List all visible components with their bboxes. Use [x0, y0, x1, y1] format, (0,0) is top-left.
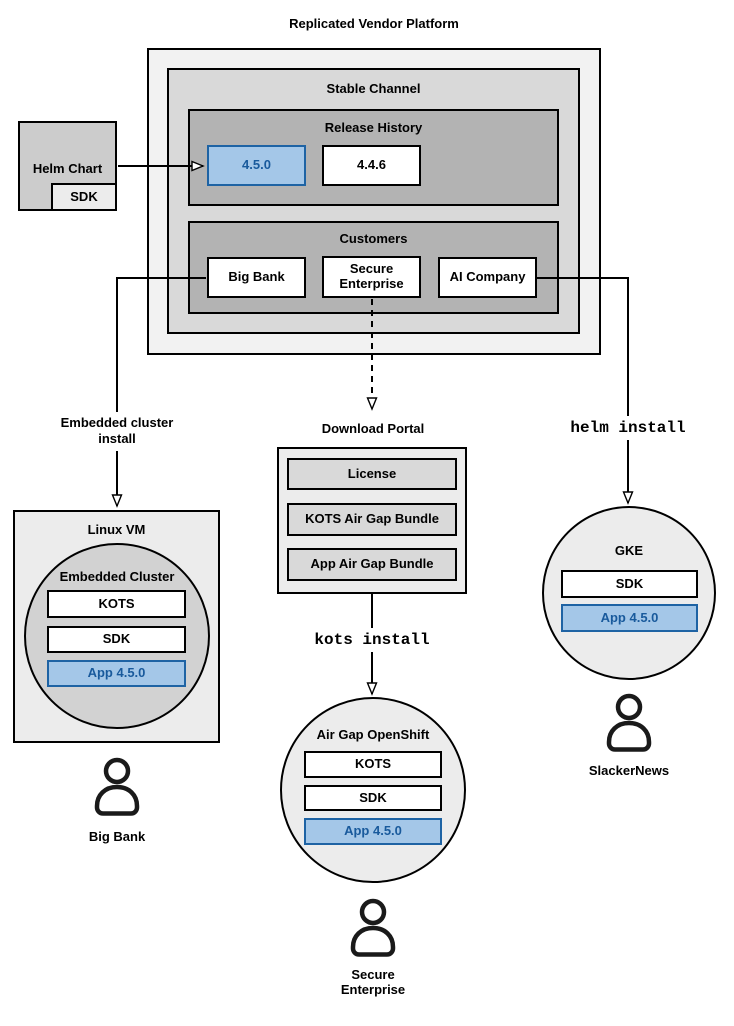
- big-bank-user-label: Big Bank: [88, 829, 146, 844]
- portal-license-box: License: [287, 458, 457, 490]
- openshift-kots-label: KOTS: [354, 756, 392, 772]
- release-4-5-0: 4.5.0: [207, 145, 306, 186]
- release-4-4-6-label: 4.4.6: [357, 157, 386, 173]
- customer-ai-company-label: AI Company: [449, 269, 526, 285]
- kots-install-command: kots install: [302, 628, 442, 652]
- embedded-cluster-label: Embedded Cluster: [59, 569, 175, 584]
- release-4-5-0-label: 4.5.0: [242, 157, 271, 173]
- embedded-kots-label: KOTS: [98, 595, 135, 611]
- embedded-cluster-install-label: Embedded cluster install: [53, 412, 181, 451]
- portal-kots-bundle-box: KOTS Air Gap Bundle: [287, 503, 457, 536]
- secure-enterprise-user-icon: [343, 898, 403, 958]
- openshift-app-box: App 4.5.0: [304, 818, 442, 845]
- embedded-sdk-label: SDK: [102, 631, 131, 647]
- openshift-kots-box: KOTS: [304, 751, 442, 778]
- gke-app-label: App 4.5.0: [600, 609, 659, 625]
- big-bank-user-icon: [87, 757, 147, 817]
- embedded-kots-box: KOTS: [47, 590, 186, 618]
- openshift-sdk-label: SDK: [359, 789, 387, 805]
- portal-kots-bundle-label: KOTS Air Gap Bundle: [305, 511, 439, 527]
- portal-app-bundle-label: App Air Gap Bundle: [310, 556, 434, 572]
- slackernews-user-icon: [599, 693, 659, 753]
- customer-big-bank-label: Big Bank: [228, 269, 285, 285]
- helm-install-command: helm install: [558, 416, 698, 440]
- helm-chart-label: Helm Chart: [32, 161, 103, 176]
- customers-label: Customers: [339, 231, 408, 246]
- helm-sdk-box: SDK: [51, 183, 117, 211]
- release-history-label: Release History: [324, 120, 423, 135]
- portal-app-bundle-box: App Air Gap Bundle: [287, 548, 457, 581]
- customer-secure-enterprise-label: Secure Enterprise: [339, 261, 404, 291]
- linux-vm-label: Linux VM: [87, 522, 146, 537]
- gke-sdk-box: SDK: [561, 570, 698, 598]
- openshift-app-label: App 4.5.0: [344, 823, 402, 839]
- diagram-title: Replicated Vendor Platform: [289, 16, 459, 31]
- secure-enterprise-user-label: Secure Enterprise: [340, 967, 406, 998]
- gke-label: GKE: [614, 543, 644, 558]
- air-gap-openshift-label: Air Gap OpenShift: [316, 727, 430, 742]
- customer-ai-company: AI Company: [438, 257, 537, 298]
- download-portal-label: Download Portal: [321, 421, 425, 436]
- openshift-sdk-box: SDK: [304, 785, 442, 811]
- stable-channel-label: Stable Channel: [326, 81, 421, 96]
- gke-app-box: App 4.5.0: [561, 604, 698, 632]
- release-4-4-6: 4.4.6: [322, 145, 421, 186]
- gke-sdk-label: SDK: [615, 575, 644, 591]
- customer-secure-enterprise: Secure Enterprise: [322, 256, 421, 298]
- helm-sdk-label: SDK: [70, 188, 98, 204]
- slackernews-user-label: SlackerNews: [588, 763, 670, 778]
- embedded-sdk-box: SDK: [47, 626, 186, 653]
- customer-big-bank: Big Bank: [207, 257, 306, 298]
- portal-license-label: License: [347, 465, 397, 481]
- embedded-app-box: App 4.5.0: [47, 660, 186, 687]
- embedded-app-label: App 4.5.0: [87, 665, 146, 681]
